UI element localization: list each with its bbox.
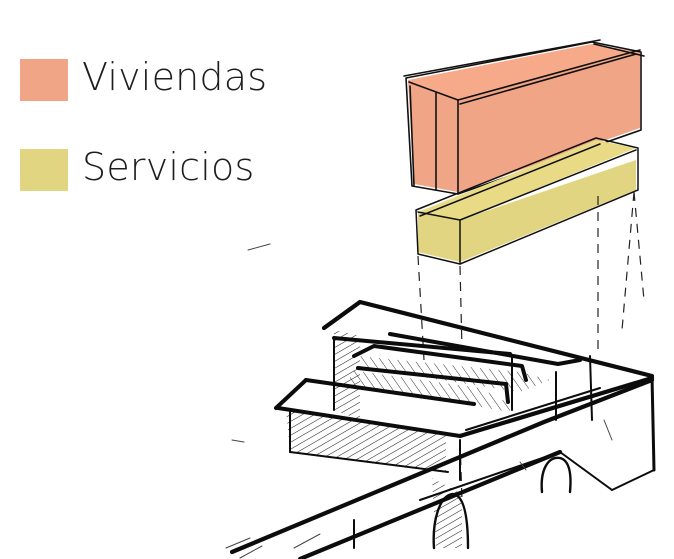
viviendas-top-face [408, 44, 640, 100]
viviendas-front-face [408, 80, 458, 192]
building-plan-outline [229, 299, 656, 559]
viviendas-swatch [20, 59, 68, 101]
sketch-accent-strokes [225, 243, 613, 559]
servicios-swatch [20, 149, 68, 191]
viviendas-label: Viviendas [82, 55, 268, 99]
servicios-label: Servicios [82, 145, 255, 189]
viviendas-long-face [458, 50, 640, 192]
projection-lines [417, 191, 645, 501]
servicios-long-face [460, 160, 636, 262]
servicios-front-face [418, 212, 460, 262]
viviendas-volume [403, 39, 645, 195]
servicios-top-face [418, 140, 636, 220]
servicios-volume [415, 137, 639, 265]
